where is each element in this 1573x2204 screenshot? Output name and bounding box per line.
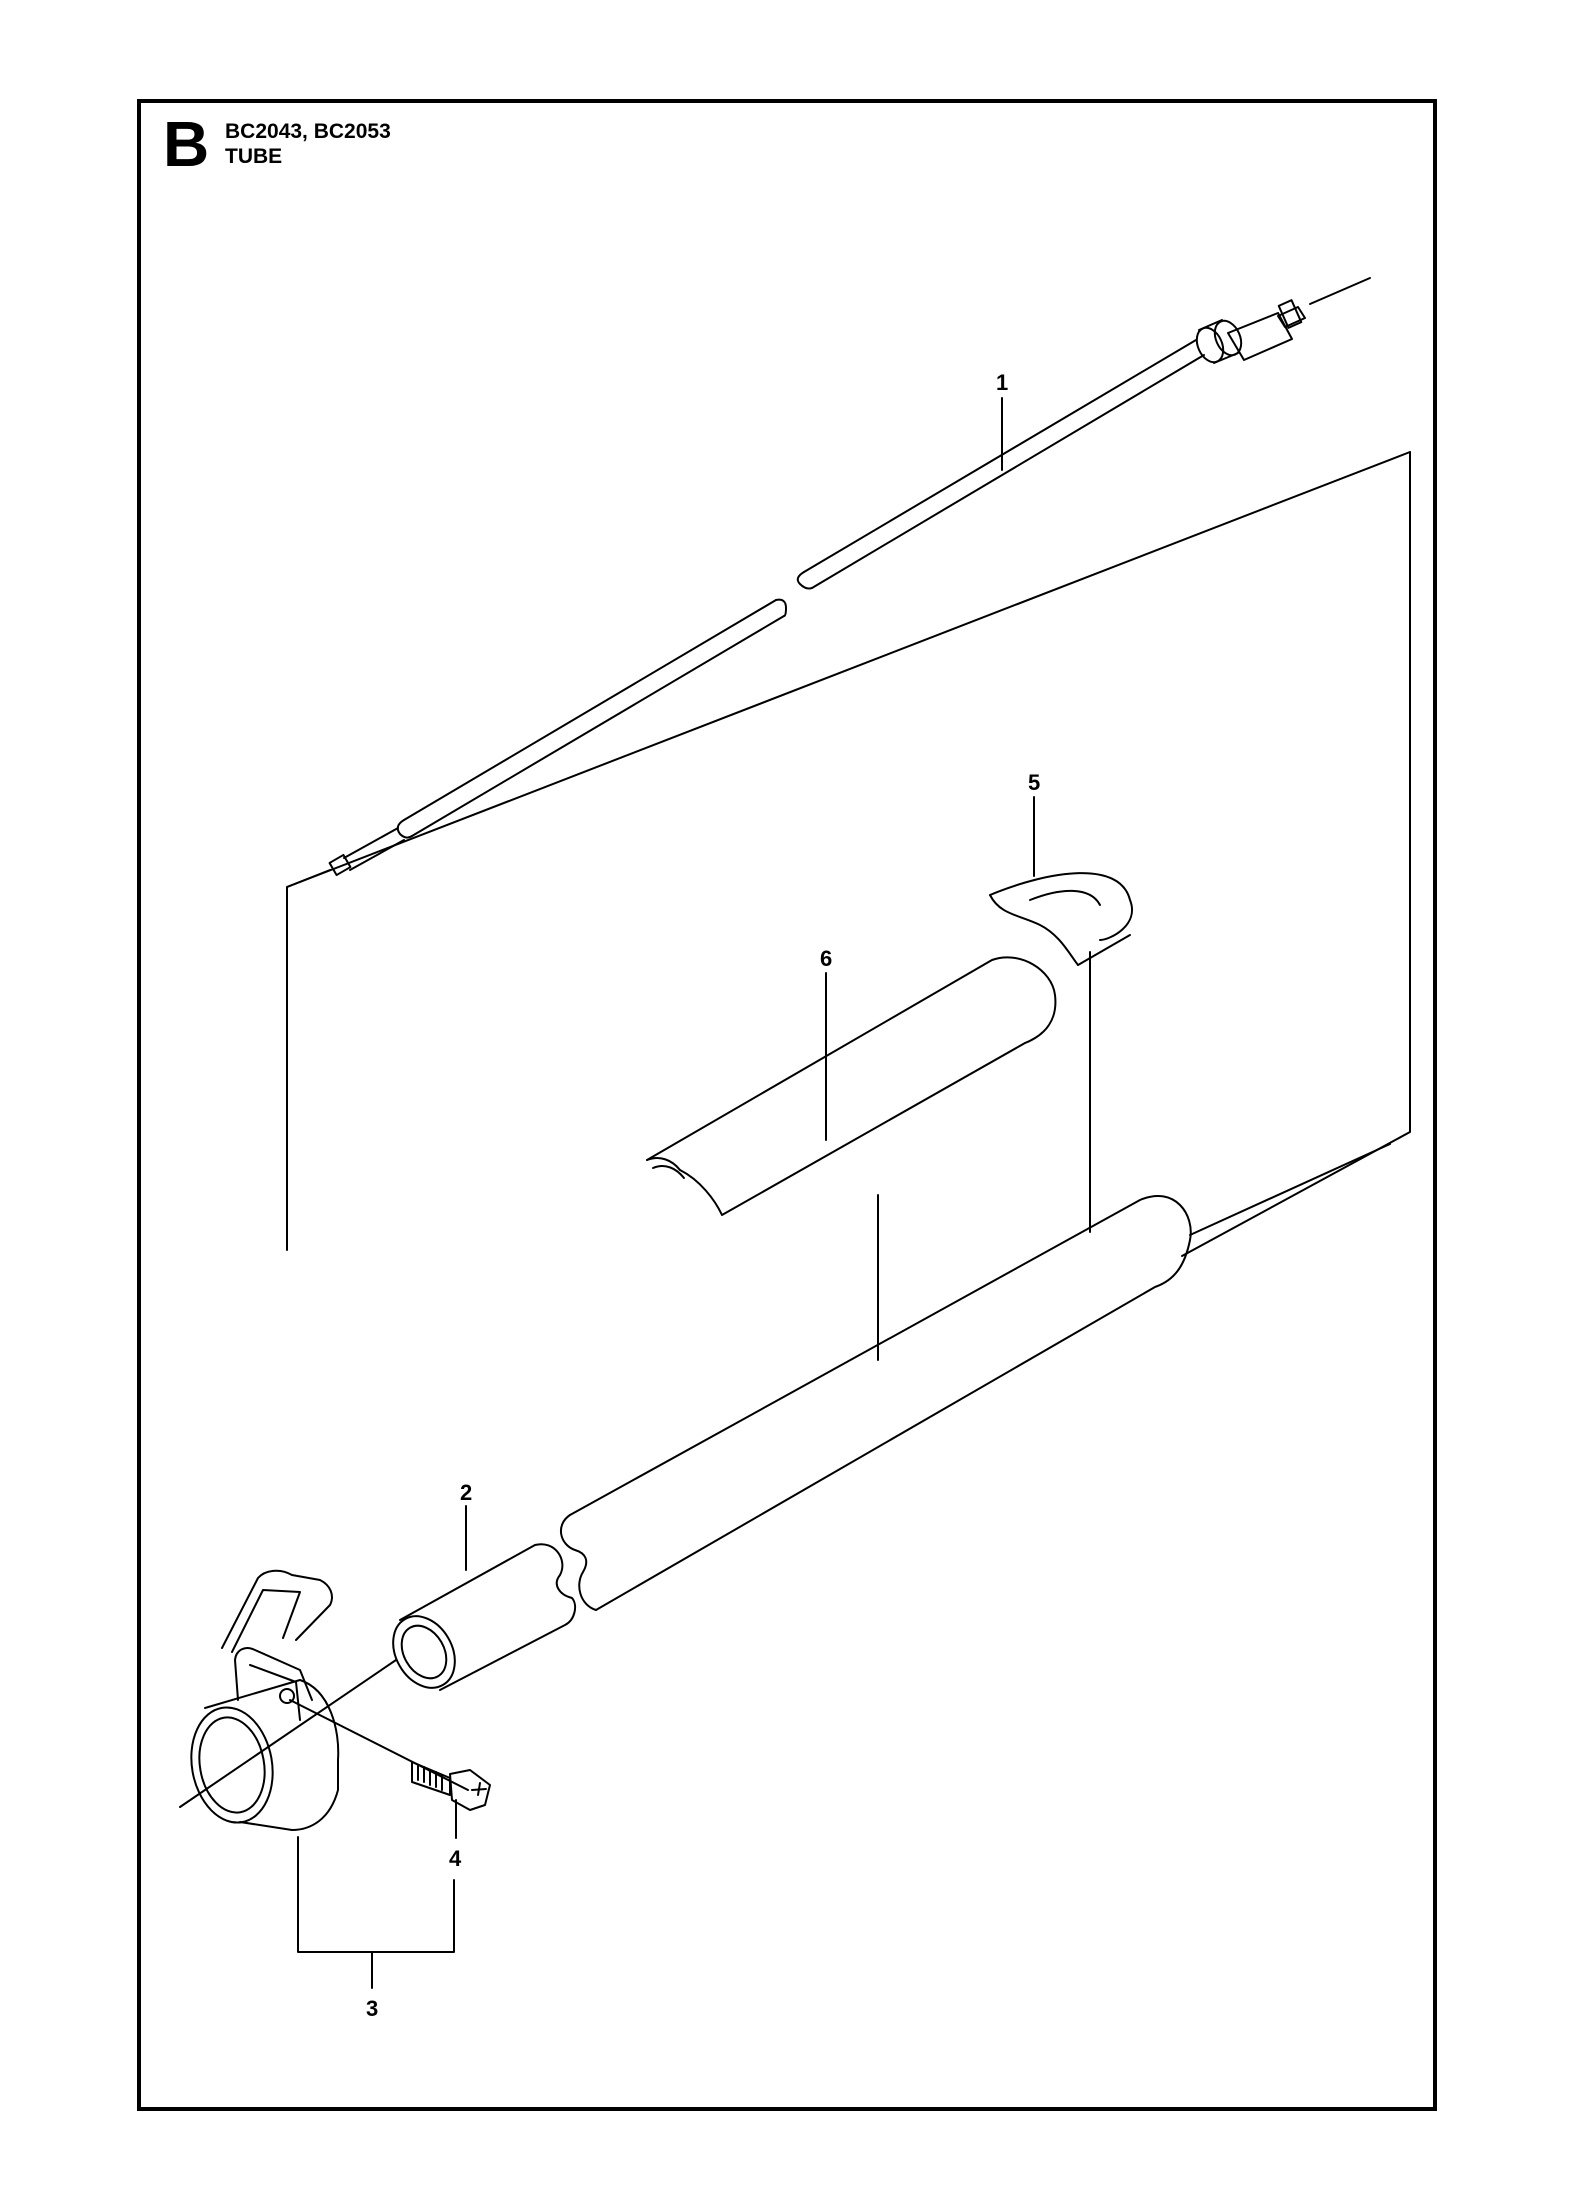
- bushing-icon: [179, 1543, 577, 1808]
- diagram-frame: [137, 99, 1437, 2111]
- tube-icon: [560, 1143, 1391, 1611]
- sleeve-icon: [646, 956, 1057, 1216]
- projection-frame: [286, 451, 1411, 1257]
- callout-5: 5: [1028, 770, 1040, 795]
- leader-lines: [297, 397, 1091, 1989]
- clamp-icon: [190, 1569, 340, 1831]
- callout-3: 3: [366, 1996, 378, 2021]
- callout-4: 4: [449, 1846, 462, 1871]
- section-letter: B: [163, 108, 210, 180]
- callout-1: 1: [996, 370, 1008, 395]
- callout-6: 6: [820, 946, 832, 971]
- model-numbers: BC2043, BC2053: [225, 120, 391, 143]
- sleeve-icon: [989, 872, 1133, 966]
- screw-icon: [289, 1699, 491, 1811]
- callout-2: 2: [460, 1480, 472, 1505]
- drive-shaft-icon: [286, 277, 1371, 888]
- diagram-title: TUBE: [225, 145, 283, 168]
